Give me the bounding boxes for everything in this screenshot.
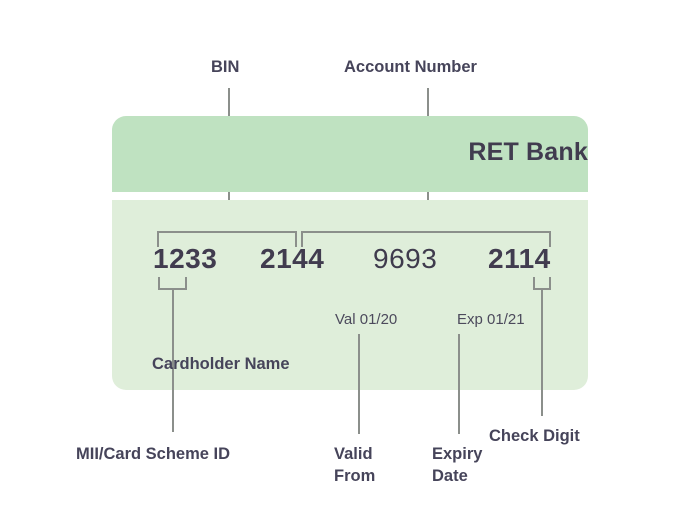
card-number-group-4: 2114: [488, 243, 551, 274]
bracket-account-number-left-tick: [301, 231, 303, 247]
bracket-mii-left-tick: [158, 277, 160, 290]
bracket-check-digit-right-tick: [549, 277, 551, 290]
card-number-group-3: 9693: [373, 243, 438, 274]
card-number-group-2: 2144: [260, 243, 325, 274]
bracket-bin-right-tick: [295, 231, 297, 247]
label-mii-card-scheme-id: MII/Card Scheme ID: [76, 445, 231, 463]
leader-line-mii: [172, 288, 174, 432]
leader-line-valid-from: [358, 334, 360, 434]
card-expiry-text: Exp 01/21: [457, 311, 525, 328]
label-valid-from: Valid From: [334, 445, 376, 485]
bracket-bin-top: [157, 231, 297, 233]
bracket-account-number-top: [301, 231, 551, 233]
bank-name: RET Bank: [468, 138, 588, 166]
card-number-group-1: 1233: [153, 243, 218, 274]
bracket-mii-right-tick: [185, 277, 187, 290]
label-expiry-date: Expiry Date: [432, 445, 483, 485]
leader-line-check-digit: [541, 288, 543, 416]
bracket-bin-left-tick: [157, 231, 159, 247]
leader-line-expiry-date: [458, 334, 460, 434]
label-check-digit: Check Digit: [489, 427, 580, 445]
card-valid-from-text: Val 01/20: [335, 311, 398, 328]
card-top-band: RET Bank: [112, 116, 588, 192]
label-bin: BIN: [211, 58, 240, 76]
label-account-number: Account Number: [344, 58, 477, 76]
bracket-check-digit-left-tick: [533, 277, 535, 290]
bracket-account-number-right-tick: [549, 231, 551, 247]
cardholder-name-text: Cardholder Name: [152, 355, 290, 373]
